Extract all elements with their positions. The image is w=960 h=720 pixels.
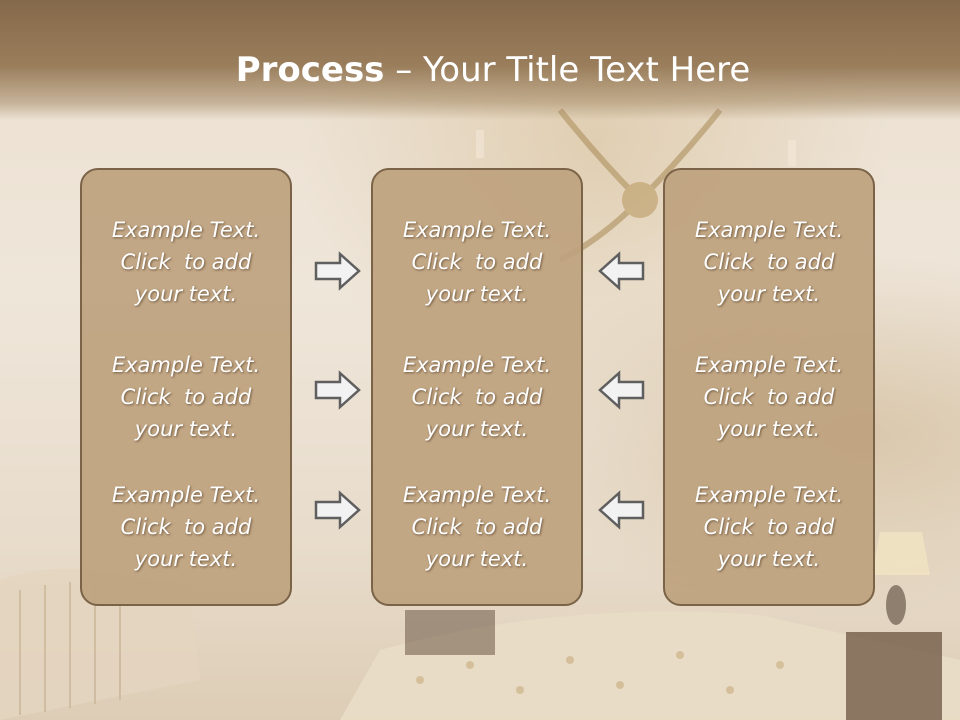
text-line: Click to add — [411, 385, 543, 409]
arrow-left-icon — [598, 251, 645, 291]
text-block[interactable]: Example Text. Click to add your text. — [373, 349, 581, 445]
title-rest: – Your Title Text Here — [384, 50, 751, 90]
text-line: Example Text. — [402, 353, 552, 377]
text-block[interactable]: Example Text. Click to add your text. — [82, 349, 290, 445]
text-block[interactable]: Example Text. Click to add your text. — [665, 479, 873, 575]
arrow-left-icon — [598, 370, 645, 410]
text-line: your text. — [717, 282, 821, 306]
title-bar — [0, 0, 960, 120]
arrow-left-icon — [598, 490, 645, 530]
text-line: Click to add — [411, 250, 543, 274]
text-line: Click to add — [120, 385, 252, 409]
process-box-left[interactable]: Example Text. Click to add your text. Ex… — [80, 168, 292, 606]
text-line: your text. — [425, 282, 529, 306]
text-line: your text. — [134, 547, 238, 571]
text-line: Click to add — [703, 385, 835, 409]
text-line: your text. — [134, 417, 238, 441]
text-line: your text. — [717, 417, 821, 441]
text-line: Click to add — [411, 515, 543, 539]
text-line: Example Text. — [694, 353, 844, 377]
text-line: Example Text. — [111, 218, 261, 242]
text-block[interactable]: Example Text. Click to add your text. — [373, 214, 581, 310]
slide-title[interactable]: Process – Your Title Text Here — [0, 50, 960, 90]
process-box-center[interactable]: Example Text. Click to add your text. Ex… — [371, 168, 583, 606]
text-block[interactable]: Example Text. Click to add your text. — [665, 349, 873, 445]
text-line: Click to add — [120, 250, 252, 274]
text-line: Click to add — [703, 515, 835, 539]
title-bold: Process — [235, 50, 385, 90]
text-block[interactable]: Example Text. Click to add your text. — [373, 479, 581, 575]
text-line: Click to add — [703, 250, 835, 274]
text-block[interactable]: Example Text. Click to add your text. — [82, 479, 290, 575]
text-line: Click to add — [120, 515, 252, 539]
text-line: Example Text. — [402, 218, 552, 242]
text-line: Example Text. — [694, 483, 844, 507]
text-line: Example Text. — [111, 483, 261, 507]
text-line: your text. — [425, 417, 529, 441]
arrow-right-icon — [314, 370, 361, 410]
text-line: your text. — [134, 282, 238, 306]
text-line: your text. — [425, 547, 529, 571]
arrow-right-icon — [314, 490, 361, 530]
arrow-right-icon — [314, 251, 361, 291]
text-block[interactable]: Example Text. Click to add your text. — [665, 214, 873, 310]
text-line: your text. — [717, 547, 821, 571]
text-line: Example Text. — [694, 218, 844, 242]
text-line: Example Text. — [402, 483, 552, 507]
text-block[interactable]: Example Text. Click to add your text. — [82, 214, 290, 310]
text-line: Example Text. — [111, 353, 261, 377]
process-box-right[interactable]: Example Text. Click to add your text. Ex… — [663, 168, 875, 606]
